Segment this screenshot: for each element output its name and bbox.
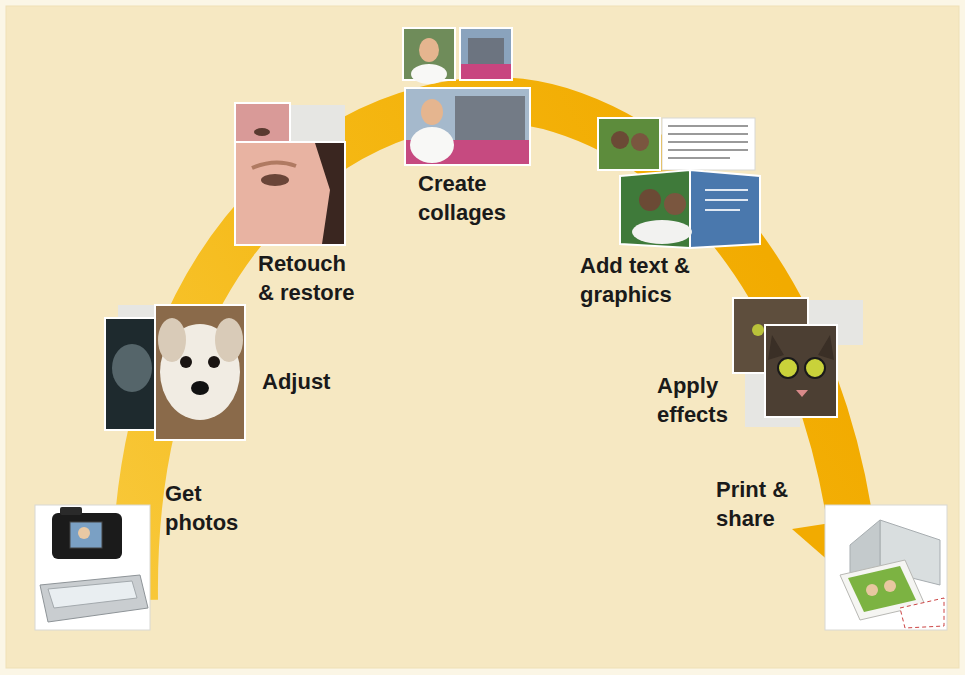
camera-scanner-picture	[35, 505, 150, 630]
collage-picture	[403, 28, 530, 165]
photo-card	[825, 505, 947, 630]
castle	[455, 96, 525, 144]
printed-face	[884, 580, 896, 592]
dark-dog	[112, 344, 152, 392]
book-page	[690, 170, 760, 248]
cat-eye	[752, 324, 764, 336]
stage-label: Retouch & restore	[258, 250, 362, 307]
workflow-arc	[135, 100, 908, 600]
arc-band	[135, 100, 850, 600]
scanner-body	[40, 575, 148, 622]
cat-ear	[768, 335, 784, 360]
text-lines	[705, 190, 748, 210]
printed-photo	[848, 566, 916, 612]
person	[631, 133, 649, 151]
cat-eye	[778, 358, 798, 378]
face-shadow	[315, 143, 344, 244]
scanner-glass	[48, 581, 137, 608]
flowers	[461, 64, 511, 79]
envelope	[900, 598, 944, 628]
cat-ear	[818, 335, 834, 360]
stage-label: Add text & graphics	[580, 252, 702, 309]
printer-picture	[825, 505, 947, 630]
person	[639, 189, 661, 211]
panel-ground	[6, 6, 959, 668]
dog-eye	[208, 356, 220, 368]
clothes	[632, 220, 692, 244]
stage-label: Create collages	[418, 170, 518, 227]
couple-photo	[598, 118, 660, 170]
castle	[468, 38, 504, 66]
cat-picture	[733, 298, 863, 427]
cat-nose	[796, 390, 808, 397]
dog-nose	[191, 381, 209, 395]
photo-card	[35, 505, 150, 630]
text-lines	[668, 126, 748, 158]
stage-label: Get photos	[165, 480, 245, 537]
layout-picture	[598, 118, 760, 248]
face-eye	[254, 128, 270, 136]
bride-face	[421, 99, 443, 125]
bright-photo	[155, 305, 245, 440]
camera-screen	[70, 522, 102, 548]
cat-effect-photo	[765, 325, 837, 417]
stage-label: Adjust	[262, 368, 352, 397]
bride-face	[419, 38, 439, 62]
bride-dress	[410, 127, 454, 163]
camera-top	[60, 507, 82, 515]
stage-label: Print & share	[716, 476, 800, 533]
person	[664, 193, 686, 215]
camera-screen-face	[78, 527, 90, 539]
camera-body	[52, 513, 122, 559]
face-eye	[261, 174, 289, 186]
stage-label: Apply effects	[657, 372, 741, 429]
cat-eye	[805, 358, 825, 378]
collage-photo	[405, 88, 530, 165]
after-photo	[235, 142, 345, 245]
face-picture	[235, 103, 345, 245]
text-page	[662, 118, 755, 170]
person	[611, 131, 629, 149]
dog-eye	[180, 356, 192, 368]
castle-photo	[460, 28, 512, 80]
printed-face	[866, 584, 878, 596]
bride-dress	[411, 64, 447, 84]
dog-ear	[215, 318, 243, 362]
face-brow	[252, 162, 296, 168]
dog-ear	[158, 318, 186, 362]
dog-picture	[105, 305, 245, 440]
